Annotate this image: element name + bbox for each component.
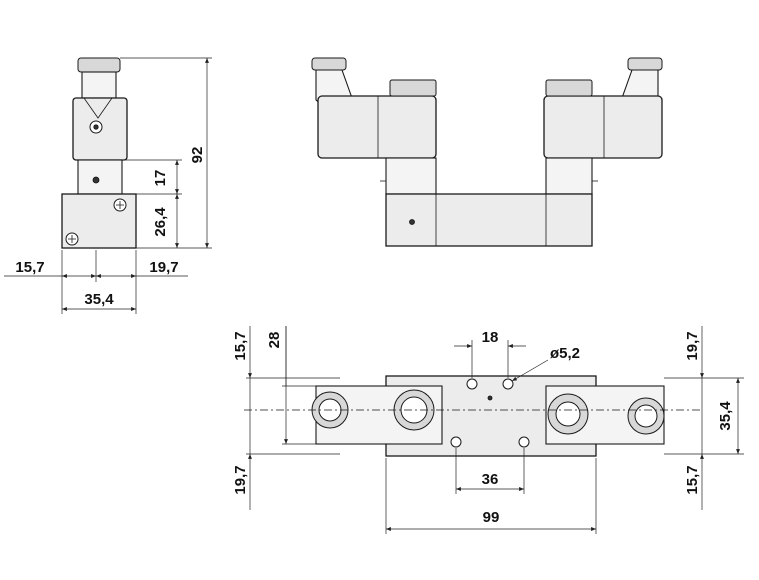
connector-cap <box>77 57 121 73</box>
dim-width-right: 19,7 <box>149 259 178 276</box>
mount-hole-icon <box>466 378 478 390</box>
mount-hole-icon <box>518 436 530 448</box>
top-view-dims-left: 15,7 19,7 28 <box>232 326 340 510</box>
left-coil <box>317 95 437 159</box>
top-view-dims-bottom: 36 99 <box>385 448 597 534</box>
dim-height-upper: 17 <box>152 170 169 187</box>
mount-hole-icon <box>502 378 514 390</box>
right-coil <box>543 95 663 159</box>
dim-hole-spacing-top: 18 <box>482 329 499 346</box>
dim-height-lower: 26,4 <box>152 207 169 237</box>
left-connector-cap <box>311 57 347 71</box>
valve-stem <box>77 159 123 195</box>
mount-hole-icon <box>450 436 462 448</box>
dim-left-span: 28 <box>266 332 283 349</box>
dim-left-lower: 19,7 <box>232 465 249 494</box>
dim-height-total: 92 <box>189 147 206 164</box>
dim-width-left: 15,7 <box>15 259 44 276</box>
dim-right-lower: 15,7 <box>684 465 701 494</box>
top-view-dims-top: 18 ø5,2 <box>454 329 580 382</box>
side-view: 92 17 26,4 15,7 19,7 35,4 <box>4 57 212 314</box>
dim-overall-length: 99 <box>483 509 500 526</box>
valve-body-front <box>385 193 593 247</box>
front-view <box>311 57 663 247</box>
left-nut <box>389 79 437 97</box>
dim-hole-spacing-bottom: 36 <box>482 471 499 488</box>
dim-hole-diameter: ø5,2 <box>550 345 580 362</box>
connector-neck <box>81 71 117 99</box>
top-view-dims-right: 19,7 15,7 35,4 <box>664 326 744 510</box>
right-nut <box>545 79 593 97</box>
dim-width-total: 35,4 <box>84 291 114 308</box>
right-connector-cap <box>627 57 663 71</box>
dim-right-width: 35,4 <box>717 401 734 431</box>
dim-right-upper: 19,7 <box>684 331 701 360</box>
top-view <box>244 375 700 457</box>
dim-left-upper: 15,7 <box>232 331 249 360</box>
